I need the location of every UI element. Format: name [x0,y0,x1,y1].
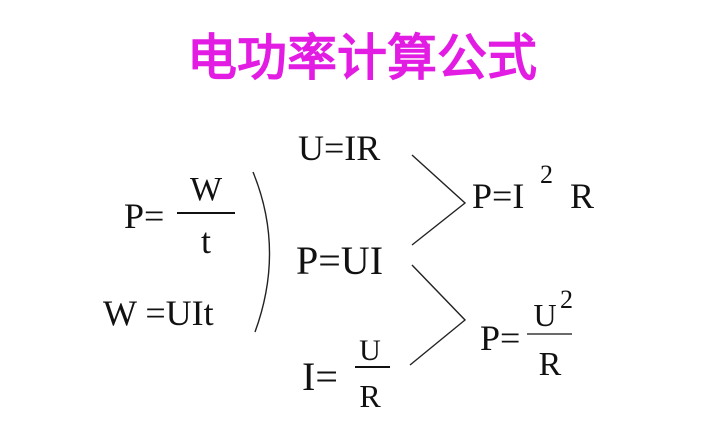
ohm-u-formula: U=IR [298,128,380,168]
connector-upper [411,154,467,246]
p-ui-formula: P=UI [296,238,383,283]
p-i2r-exponent: 2 [540,160,553,189]
ohm-i-numerator: U [359,334,381,367]
p-u2r-exponent: 2 [560,285,573,314]
ohm-i-lhs: I= [302,354,338,399]
p-u2r-denominator: R [539,346,562,383]
page-title: 电功率计算公式 [187,29,537,87]
p-def-denominator: t [201,221,211,261]
p-def-lhs: P= [124,196,164,236]
ohm-i-denominator: R [359,378,381,414]
p-i2r-lhs: P=I [472,176,524,216]
w-def-formula: W =UIt [103,293,214,333]
p-i2r-rhs: R [570,176,594,216]
bracket-curve [252,171,271,333]
connector-lower [409,264,467,366]
p-u2r-lhs: P= [480,318,520,358]
p-u2r-numerator: U [533,297,556,333]
p-def-numerator: W [190,171,223,208]
